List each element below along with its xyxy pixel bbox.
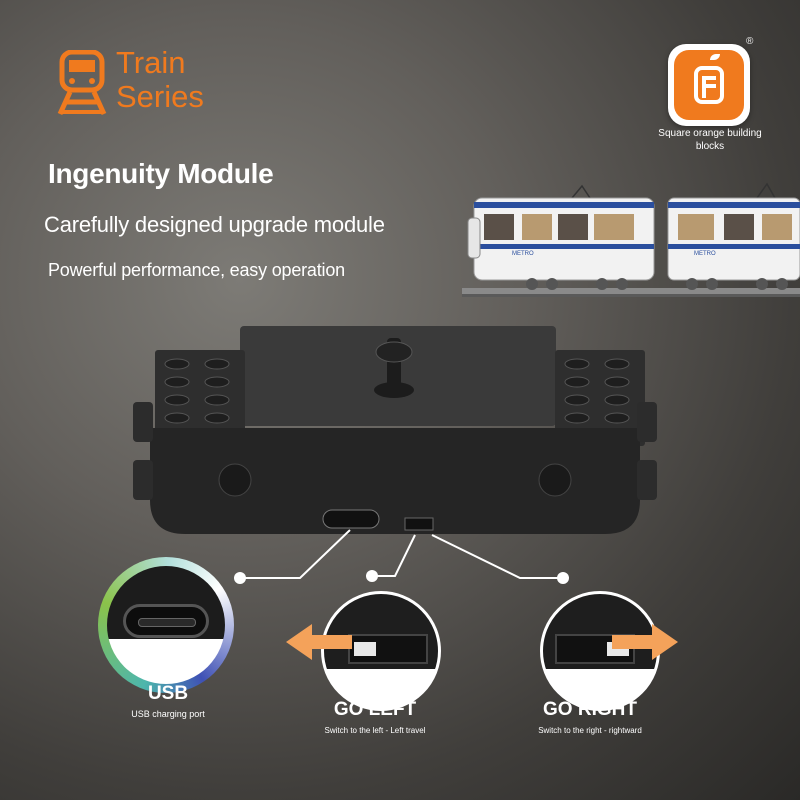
usb-title: USB [147, 683, 189, 704]
arrow-right-icon [612, 624, 678, 660]
metro-train-image: METRO METRO [462, 182, 800, 297]
train-car-label: METRO [512, 251, 534, 257]
go-left-description: Switch to the left - Left travel [324, 726, 426, 735]
switch-left-icon [348, 634, 428, 664]
train-icon [57, 50, 107, 116]
brand-logo [668, 44, 750, 126]
registered-mark: ® [746, 36, 754, 47]
f-logo-icon [674, 50, 744, 120]
logo-caption: Square orange building blocks [658, 128, 762, 152]
usb-description: USB charging port [131, 709, 205, 719]
train-car-label-2: METRO [694, 251, 716, 257]
switch-right-closeup [540, 591, 660, 711]
page-title: Ingenuity Module [48, 158, 274, 189]
go-right-description: Switch to the right - rightward [538, 726, 642, 735]
go-right-title: GO RIGHT [543, 699, 637, 720]
page-tagline: Powerful performance, easy operation [48, 260, 345, 280]
usb-port-closeup [98, 557, 234, 693]
switch-left-closeup [321, 591, 441, 711]
series-title-line2: Series [116, 79, 204, 114]
go-left-title: GO LEFT [333, 699, 417, 720]
series-title: Train Series [116, 46, 204, 114]
power-module-image [133, 326, 657, 534]
arrow-left-icon [286, 624, 352, 660]
series-title-line1: Train [116, 45, 186, 80]
page-subtitle: Carefully designed upgrade module [44, 212, 385, 237]
usb-c-port-icon [123, 604, 209, 638]
